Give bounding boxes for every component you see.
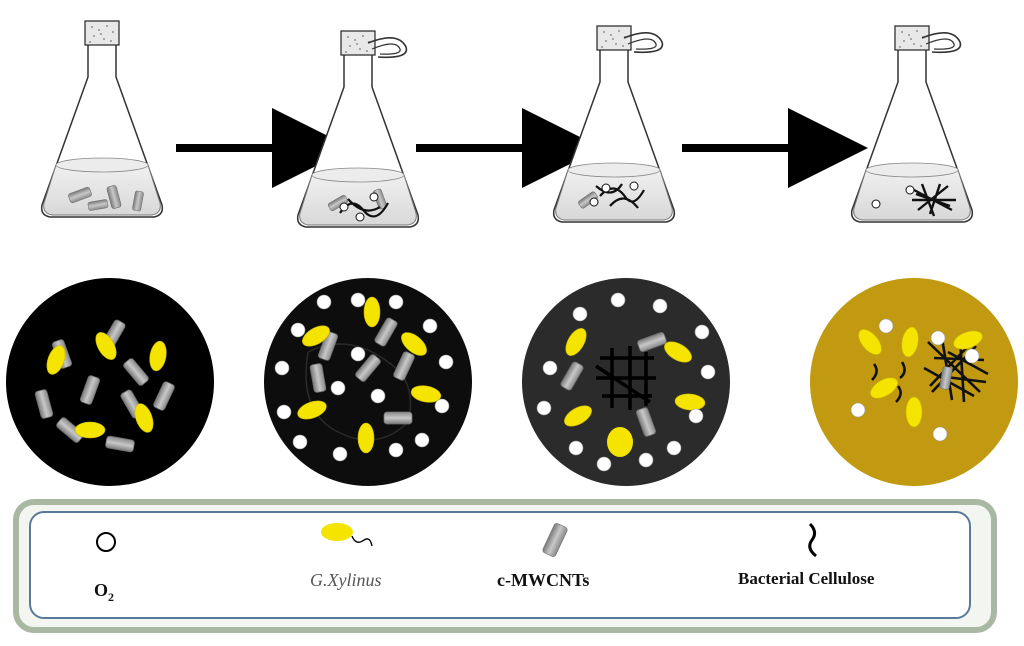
flask-2 — [296, 30, 420, 228]
magnified-view-3 — [522, 278, 730, 486]
flask-4 — [850, 25, 974, 223]
magnified-view-4 — [810, 278, 1018, 486]
legend-cellulose-label: Bacterial Cellulose — [738, 569, 875, 588]
cellulose-fiber-icon — [808, 522, 817, 558]
legend-nanotubes-label: c-MWCNTs — [497, 570, 589, 590]
magnified-view-1 — [6, 278, 214, 486]
bacterium-icon — [321, 523, 373, 547]
legend: O2 G.Xylinus c-MWCNTs Bacterial Cellulos… — [13, 499, 997, 633]
flask-3 — [552, 25, 676, 223]
legend-oxygen-label: O2 — [94, 580, 114, 604]
oxygen-bubble-icon — [96, 532, 116, 552]
legend-bacteria-label: G.Xylinus — [310, 570, 382, 590]
flask-1 — [40, 20, 164, 218]
magnified-view-2 — [264, 278, 472, 486]
nanotube-icon — [542, 523, 568, 557]
